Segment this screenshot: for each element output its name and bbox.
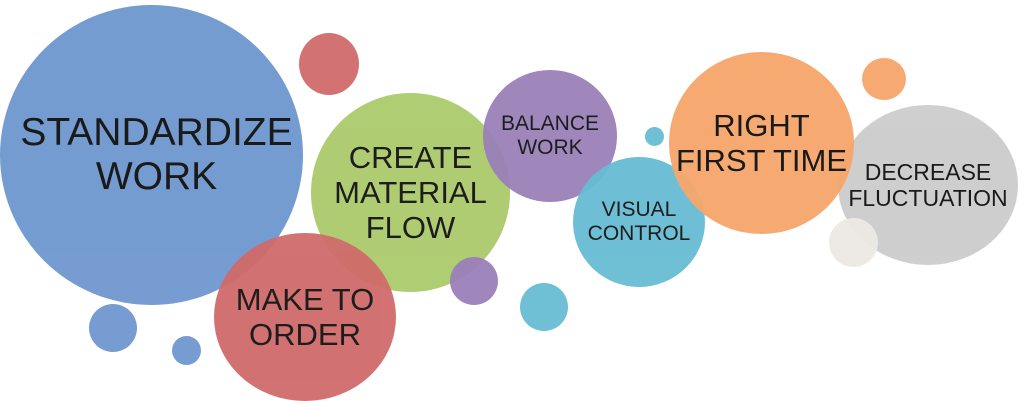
bubble-label-standardize-work: STANDARDIZE WORK — [20, 110, 293, 198]
bubble-label-balance-work: BALANCE WORK — [500, 112, 600, 159]
bubble-right-first-time: RIGHT FIRST TIME — [669, 52, 854, 234]
bubble-label-create-material-flow: CREATE MATERIAL FLOW — [334, 139, 487, 245]
decorative-bubble-red — [299, 33, 359, 95]
decorative-bubble-orange — [862, 58, 906, 100]
bubble-label-right-first-time: RIGHT FIRST TIME — [675, 107, 848, 178]
bubble-label-make-to-order: MAKE TO ORDER — [235, 281, 375, 352]
decorative-bubble-blue-small — [172, 336, 201, 365]
decorative-bubble-teal-small — [645, 127, 664, 146]
bubble-label-visual-control: VISUAL CONTROL — [587, 198, 691, 245]
decorative-bubble-blue-large — [89, 304, 137, 352]
decorative-bubble-purple — [450, 257, 498, 305]
bubble-label-decrease-fluctuation: DECREASE FLUCTUATION — [848, 159, 1008, 211]
bubble-make-to-order: MAKE TO ORDER — [214, 233, 396, 401]
decorative-bubble-teal-large — [520, 283, 568, 331]
bubble-standardize-work: STANDARDIZE WORK — [0, 5, 303, 305]
decorative-bubble-light-gray — [829, 218, 878, 267]
